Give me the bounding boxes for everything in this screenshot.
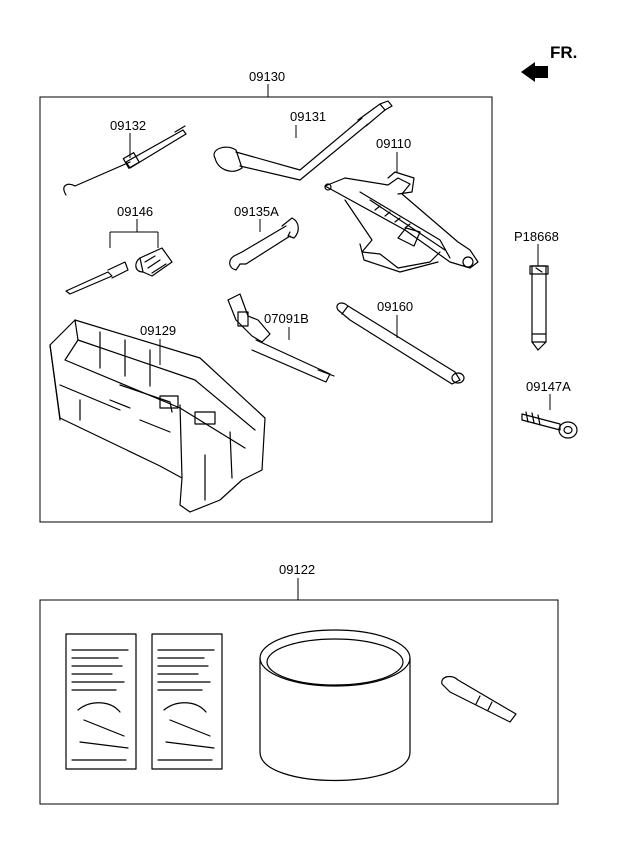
scissor-jack-drawing — [324, 171, 479, 273]
group-box-09130 — [39, 96, 493, 523]
front-direction-label: FR. — [550, 43, 578, 62]
part-label-09146: 09146 — [117, 204, 154, 219]
manual-booklet-drawing — [65, 633, 137, 770]
part-label-09129: 09129 — [140, 323, 177, 338]
part-label-09160: 09160 — [377, 299, 414, 314]
tool-tray-drawing — [49, 319, 266, 513]
group-label-09130: 09130 — [249, 69, 286, 84]
part-label-P18668: P18668 — [514, 229, 559, 244]
eye-bolt-drawing — [521, 411, 578, 439]
lug-wrench-drawing — [213, 100, 393, 181]
extension-bar-drawing — [336, 302, 465, 385]
screwdriver-drawing — [65, 247, 173, 295]
socket-drawing — [529, 265, 549, 351]
part-label-07091B: 07091B — [264, 311, 309, 326]
manual-booklet-drawing — [151, 633, 223, 770]
part-label-09135A: 09135A — [234, 204, 279, 219]
towing-hook-drawing — [227, 293, 335, 383]
part-label-09147A: 09147A — [526, 379, 571, 394]
group-box-09122 — [39, 599, 559, 805]
strap-drawing — [441, 675, 517, 723]
part-label-09132: 09132 — [110, 118, 147, 133]
part-label-09131: 09131 — [290, 109, 327, 124]
front-arrow-icon — [521, 62, 548, 82]
group-label-09122: 09122 — [279, 562, 316, 577]
open-end-wrench-drawing — [229, 217, 299, 271]
jack-handle-hook-drawing — [63, 125, 187, 196]
part-label-09110: 09110 — [376, 136, 412, 151]
tire-sealant-band-drawing — [259, 629, 411, 782]
